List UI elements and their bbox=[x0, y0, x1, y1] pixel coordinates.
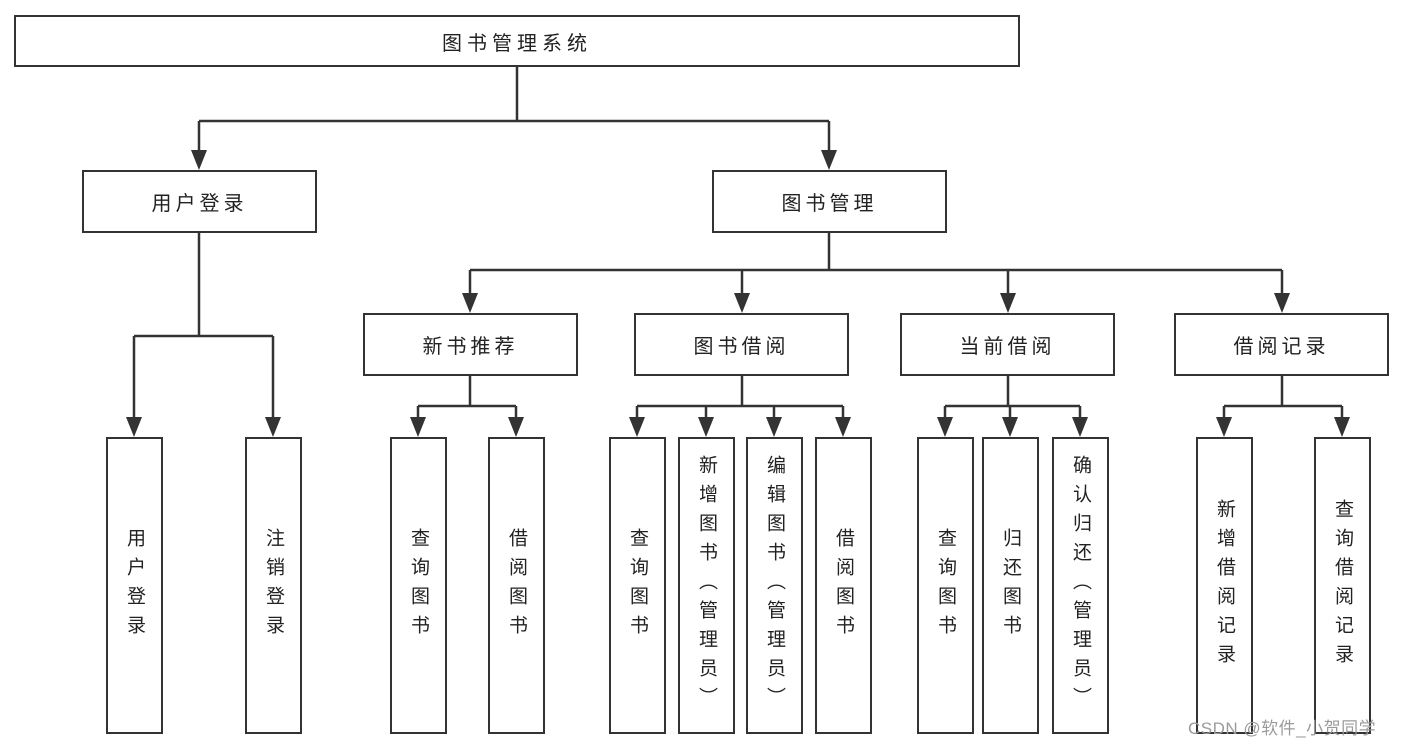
leaf-cb-query-book: 查询图书 bbox=[917, 437, 974, 734]
leaf-logout-label: 注销登录 bbox=[263, 527, 284, 644]
leaf-cb-confirm-return-label: 确认归还（管理员） bbox=[1070, 455, 1091, 716]
leaf-bb-add-book: 新增图书（管理员） bbox=[678, 437, 735, 734]
node-borrow-records: 借阅记录 bbox=[1174, 313, 1389, 376]
leaf-cb-return-book-label: 归还图书 bbox=[1000, 527, 1021, 644]
leaf-br-query-record: 查询借阅记录 bbox=[1314, 437, 1371, 734]
leaf-bb-query-book-label: 查询图书 bbox=[627, 527, 648, 644]
leaf-bb-edit-book: 编辑图书（管理员） bbox=[746, 437, 803, 734]
node-borrow-records-label: 借阅记录 bbox=[1233, 336, 1330, 358]
leaf-bb-query-book: 查询图书 bbox=[609, 437, 666, 734]
leaf-user-login: 用户登录 bbox=[106, 437, 163, 734]
leaf-rec-borrow-book: 借阅图书 bbox=[488, 437, 545, 734]
csdn-watermark: CSDN @软件_小贺同学 bbox=[1188, 719, 1377, 738]
leaf-bb-borrow-book: 借阅图书 bbox=[815, 437, 872, 734]
connector-borrowrecords-to-leaves bbox=[1216, 376, 1350, 437]
leaf-bb-add-book-label: 新增图书（管理员） bbox=[696, 455, 717, 716]
connector-root-to-level2 bbox=[191, 67, 837, 170]
leaf-cb-return-book: 归还图书 bbox=[982, 437, 1039, 734]
connector-newbookrec-to-leaves bbox=[410, 376, 524, 437]
node-root-label: 图书管理系统 bbox=[442, 32, 592, 55]
leaf-br-query-record-label: 查询借阅记录 bbox=[1332, 498, 1353, 673]
leaf-cb-confirm-return: 确认归还（管理员） bbox=[1052, 437, 1109, 734]
connector-bookmgmt-to-level3 bbox=[462, 233, 1290, 313]
node-user-login: 用户登录 bbox=[82, 170, 317, 233]
node-book-borrow-label: 图书借阅 bbox=[693, 336, 790, 358]
leaf-bb-edit-book-label: 编辑图书（管理员） bbox=[764, 455, 785, 716]
leaf-br-add-record: 新增借阅记录 bbox=[1196, 437, 1253, 734]
node-book-borrow: 图书借阅 bbox=[634, 313, 849, 376]
connector-currentborrow-to-leaves bbox=[937, 376, 1088, 437]
leaf-cb-query-book-label: 查询图书 bbox=[935, 527, 956, 644]
leaf-logout: 注销登录 bbox=[245, 437, 302, 734]
node-new-book-rec-label: 新书推荐 bbox=[422, 336, 519, 358]
leaf-rec-borrow-book-label: 借阅图书 bbox=[506, 527, 527, 644]
leaf-user-login-label: 用户登录 bbox=[124, 527, 145, 644]
node-current-borrow-label: 当前借阅 bbox=[959, 336, 1056, 358]
node-book-mgmt: 图书管理 bbox=[712, 170, 947, 233]
node-new-book-rec: 新书推荐 bbox=[363, 313, 578, 376]
leaf-rec-query-book: 查询图书 bbox=[390, 437, 447, 734]
node-current-borrow: 当前借阅 bbox=[900, 313, 1115, 376]
connector-bookborrow-to-leaves bbox=[629, 376, 851, 437]
node-book-mgmt-label: 图书管理 bbox=[781, 193, 878, 215]
leaf-bb-borrow-book-label: 借阅图书 bbox=[833, 527, 854, 644]
leaf-rec-query-book-label: 查询图书 bbox=[408, 527, 429, 644]
node-user-login-label: 用户登录 bbox=[151, 193, 248, 215]
connector-userlogin-to-leaves bbox=[126, 233, 281, 437]
node-root: 图书管理系统 bbox=[14, 15, 1020, 67]
leaf-br-add-record-label: 新增借阅记录 bbox=[1214, 498, 1235, 673]
